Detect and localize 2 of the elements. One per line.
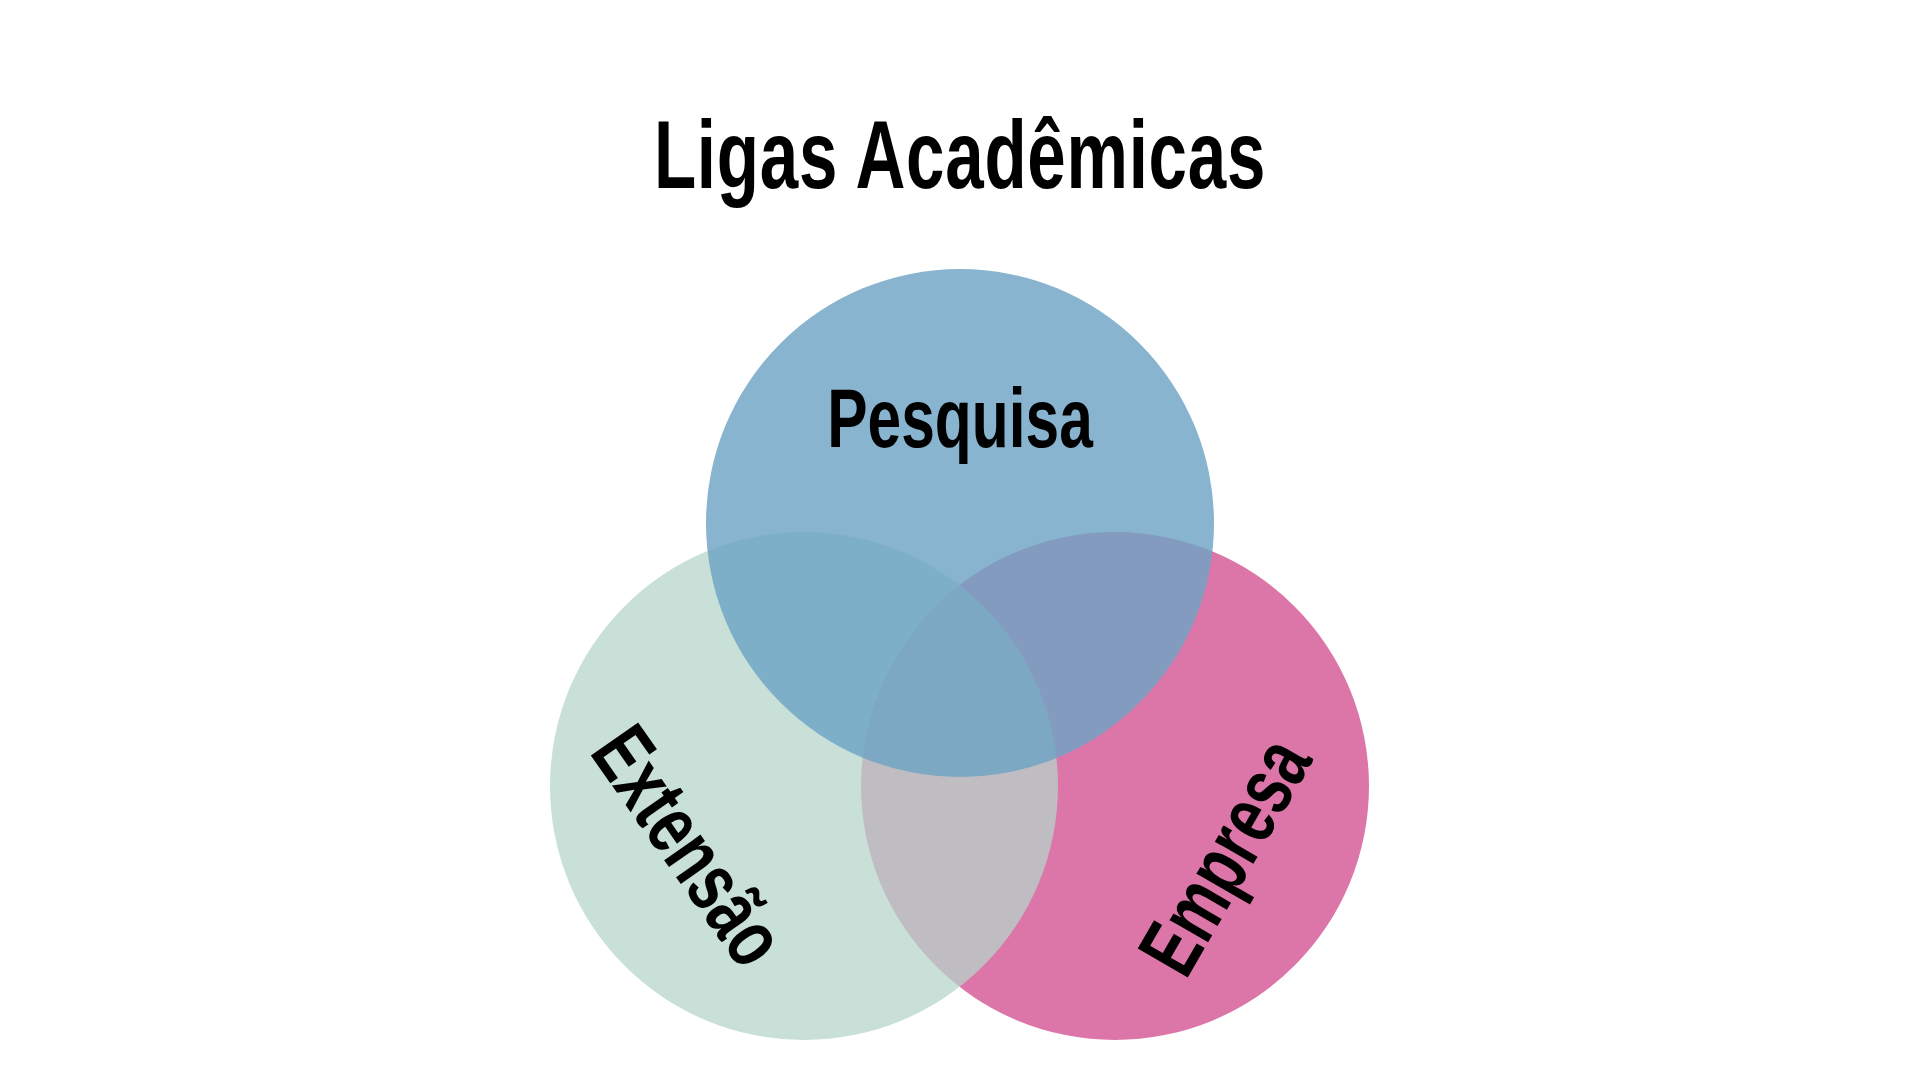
- diagram-title: Ligas Acadêmicas: [652, 100, 1268, 210]
- circle-label: Pesquisa: [827, 369, 1093, 467]
